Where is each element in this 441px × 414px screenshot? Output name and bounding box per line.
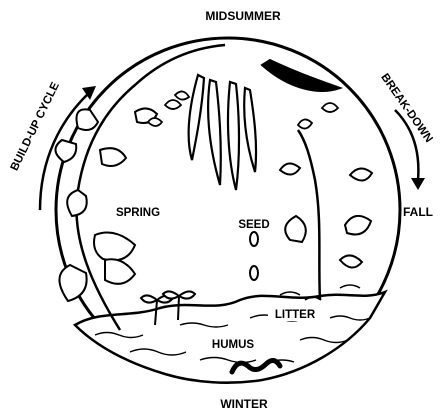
blossoms bbox=[148, 91, 338, 128]
wilting-stem bbox=[298, 130, 320, 300]
label-midsummer: MIDSUMMER bbox=[205, 9, 281, 23]
bean-pods bbox=[189, 75, 256, 190]
break-down-arrowhead bbox=[411, 178, 425, 190]
wilting-leaves bbox=[280, 163, 372, 267]
open-pod bbox=[262, 60, 340, 91]
label-humus: HUMUS bbox=[212, 339, 254, 351]
label-spring: SPRING bbox=[116, 207, 160, 219]
label-build-up-cycle: BUILD-UP CYCLE bbox=[9, 80, 62, 173]
falling-seeds bbox=[250, 232, 258, 280]
label-seed: SEED bbox=[238, 219, 269, 231]
label-break-down: BREAK-DOWN bbox=[378, 72, 434, 145]
label-winter: WINTER bbox=[220, 397, 268, 411]
label-fall: FALL bbox=[403, 205, 433, 219]
label-litter: LITTER bbox=[275, 309, 316, 321]
